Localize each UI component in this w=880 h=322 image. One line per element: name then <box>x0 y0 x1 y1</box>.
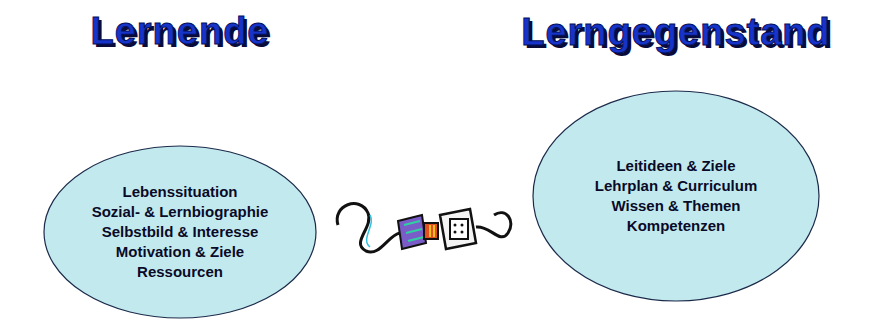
topic-line: Kompetenzen <box>627 216 725 236</box>
wordart-heading: Lernende <box>90 9 269 53</box>
topic-ellipse: LernendeLebenssituationSozial- & Lernbio… <box>43 145 317 319</box>
topic-line: Selbstbild & Interesse <box>102 222 259 242</box>
topic-line: Lebenssituation <box>122 182 237 202</box>
topic-line: Wissen & Themen <box>611 196 740 216</box>
topic-ellipse: LerngegenstandLeitideen & ZieleLehrplan … <box>532 90 820 302</box>
wordart-heading: Lerngegenstand <box>521 10 831 54</box>
topic-line: Leitideen & Ziele <box>616 156 735 176</box>
ellipse-outline <box>532 90 820 302</box>
topic-line: Lehrplan & Curriculum <box>595 176 758 196</box>
topic-line: Ressourcen <box>137 262 223 282</box>
heading-holder: Lerngegenstand <box>532 10 820 54</box>
topic-line: Motivation & Ziele <box>116 242 244 262</box>
heading-holder: Lernende <box>43 9 317 53</box>
topic-line: Sozial- & Lernbiographie <box>92 202 269 222</box>
plug-illustration <box>330 185 520 270</box>
